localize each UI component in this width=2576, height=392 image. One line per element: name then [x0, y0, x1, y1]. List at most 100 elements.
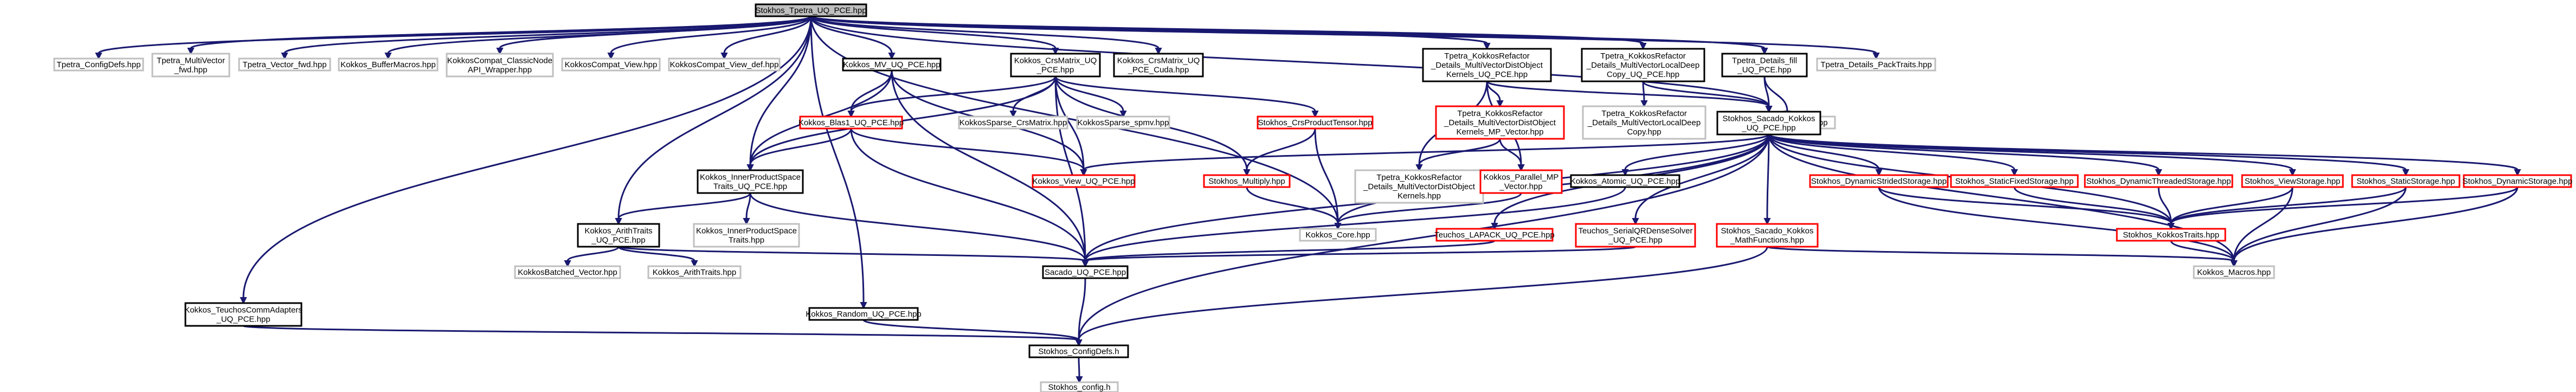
node-kokkoscompat-view[interactable]: KokkosCompat_View.hpp	[561, 57, 661, 72]
node-box	[1575, 223, 1696, 248]
edge-root-to-kokkoscompat_view	[607, 16, 812, 60]
node-label: Kokkos_Atomic_UQ_PCE.hpp	[1570, 177, 1680, 186]
node-label: _Details_MultiVectorDistObject	[1363, 182, 1476, 191]
node-kokkos-random-uq[interactable]: Kokkos_Random_UQ_PCE.hpp	[806, 307, 922, 321]
node-kokkos-view-uq[interactable]: Kokkos_View_UQ_PCE.hpp	[1032, 174, 1136, 188]
node-kokkos-parallel-mp[interactable]: Kokkos_Parallel_MP_Vector.hpp	[1479, 169, 1563, 194]
node-tpetra-kokkosrefactor-mvdo-kernels-uq[interactable]: Tpetra_KokkosRefactor_Details_MultiVecto…	[1422, 48, 1552, 82]
node-kokkos-crsmatrix-uq-pce[interactable]: Kokkos_CrsMatrix_UQ_PCE.hpp	[1010, 53, 1101, 78]
node-stokhos-viewstorage[interactable]: Stokhos_ViewStorage.hpp	[2241, 174, 2344, 188]
edge-kokkos_blas1_uq-to-kokkos_view_uq	[850, 128, 1087, 177]
node-label: Copy.hpp	[1627, 127, 1661, 137]
node-label: Kernels_MP_Vector.hpp	[1457, 127, 1544, 137]
node-kokkos-macros[interactable]: Kokkos_Macros.hpp	[2193, 265, 2275, 279]
node-kokkossparse-crsmatrix[interactable]: KokkosSparse_CrsMatrix.hpp	[958, 115, 1068, 130]
node-label: Tpetra_KokkosRefactor	[1444, 52, 1530, 61]
edge-kokkos_arithtraits_uq-to-kokkos_arithtraits	[617, 246, 698, 268]
node-kokkos-atomic-uq[interactable]: Kokkos_Atomic_UQ_PCE.hpp	[1570, 174, 1680, 188]
edge-kokkos_crsmatrix_uq_pce-to-kokkos_blas1_uq	[847, 76, 1057, 118]
node-tpetra-multivector-fwd[interactable]: Tpetra_MultiVector_fwd.hpp	[151, 53, 230, 78]
node-label: KokkosCompat_View.hpp	[565, 60, 658, 69]
node-box	[2463, 174, 2572, 188]
node-teuchos-serialqrdensesolver-uq[interactable]: Teuchos_SerialQRDenseSolver_UQ_PCE.hpp	[1575, 223, 1696, 248]
node-box	[1032, 174, 1136, 188]
node-stokhos-dynamicstorage[interactable]: Stokhos_DynamicStorage.hpp	[2463, 174, 2573, 188]
node-kokkos-blas1-uq[interactable]: Kokkos_Blas1_UQ_PCE.hpp	[798, 115, 904, 130]
edge-root-to-kokkoscompat_view_def	[720, 16, 812, 60]
node-kokkos-mv-uq-pce[interactable]: Kokkos_MV_UQ_PCE.hpp	[842, 57, 942, 72]
node-kokkosbatched-vector[interactable]: KokkosBatched_Vector.hpp	[514, 265, 621, 279]
node-label: Kernels.hpp	[1398, 191, 1441, 201]
node-tpetra-details-fill-uq[interactable]: Tpetra_Details_fill_UQ_PCE.hpp	[1721, 53, 1808, 78]
node-teuchos-lapack-uq[interactable]: Teuchos_LAPACK_UQ_PCE.hpp	[1434, 228, 1555, 242]
file-nodes: Stokhos_Tpetra_UQ_PCE.hppTpetra_ConfigDe…	[53, 3, 2573, 392]
node-box	[1354, 169, 1484, 204]
edge-stokhos_sacado_kokkos_mathfunctions-to-kokkos_macros	[1766, 246, 2238, 268]
node-stokhos-staticfixedstorage[interactable]: Stokhos_StaticFixedStorage.hpp	[1950, 174, 2079, 188]
node-label: KokkosBatched_Vector.hpp	[518, 268, 617, 277]
node-tpetra-kokkosrefactor-mvlocaldeepcopy[interactable]: Tpetra_KokkosRefactor_Details_MultiVecto…	[1582, 105, 1706, 140]
node-box	[338, 57, 439, 72]
edge-stokhos_sacado_kokkos_uq-to-stokhos_dynamicstridedstorage	[1768, 134, 1883, 177]
node-stokhos-configdefs[interactable]: Stokhos_ConfigDefs.h	[1028, 344, 1129, 358]
node-label: KokkosCompat_ClassicNode	[447, 56, 552, 66]
node-box	[1581, 48, 1705, 82]
node-stokhos-sacado-kokkos-mathfunctions[interactable]: Stokhos_Sacado_Kokkos_MathFunctions.hpp	[1716, 223, 1819, 248]
node-tpetra-configdefs[interactable]: Tpetra_ConfigDefs.hpp	[53, 57, 144, 72]
node-box	[1809, 174, 1949, 188]
edge-stokhos_sacado_kokkos_uq-to-stokhos_sacado_kokkos_mathfunctions	[1763, 134, 1771, 226]
node-kokkos-buffermacros[interactable]: Kokkos_BufferMacros.hpp	[338, 57, 439, 72]
node-root[interactable]: Stokhos_Tpetra_UQ_PCE.hpp	[755, 3, 867, 17]
node-stokhos-multiply[interactable]: Stokhos_Multiply.hpp	[1203, 174, 1291, 188]
node-tpetra-details-packtraits[interactable]: Tpetra_Details_PackTraits.hpp	[1816, 57, 1936, 72]
node-stokhos-config[interactable]: Stokhos_config.h	[1040, 381, 1119, 392]
node-stokhos-kokkostraits[interactable]: Stokhos_KokkosTraits.hpp	[2116, 228, 2226, 242]
node-tpetra-kokkosrefactor-kernels[interactable]: Tpetra_KokkosRefactor_Details_MultiVecto…	[1354, 169, 1484, 204]
node-box	[1816, 57, 1936, 72]
edge-kokkos_blas1_uq-to-kokkos_innerproductspace_traits_uq	[746, 128, 852, 172]
node-stokhos-crsproducttensor[interactable]: Stokhos_CrsProductTensor.hpp	[1257, 115, 1374, 130]
node-stokhos-sacado-kokkos-uq[interactable]: Stokhos_Sacado_Kokkos_UQ_PCE.hpp	[1716, 111, 1821, 136]
node-box	[1582, 105, 1706, 140]
node-label: _Details_MultiVectorLocalDeep	[1586, 61, 1699, 70]
node-tpetra-kokkosrefactor-mvlocaldeepcopy-uq[interactable]: Tpetra_KokkosRefactor_Details_MultiVecto…	[1581, 48, 1705, 82]
node-tpetra-kokkosrefactor-kernels-mp[interactable]: Tpetra_KokkosRefactor_Details_MultiVecto…	[1435, 105, 1565, 140]
node-kokkos-arithtraits[interactable]: Kokkos_ArithTraits.hpp	[647, 265, 742, 279]
node-kokkos-crsmatrix-uq-pce-cuda[interactable]: Kokkos_CrsMatrix_UQ_PCE_Cuda.hpp	[1113, 53, 1204, 78]
node-stokhos-dynamicstridedstorage[interactable]: Stokhos_DynamicStridedStorage.hpp	[1809, 174, 1949, 188]
node-label: Stokhos_DynamicStridedStorage.hpp	[1811, 177, 1947, 186]
edge-sacado_uq_pce-to-stokhos_configdefs	[1075, 278, 1086, 347]
node-label: Sacado_UQ_PCE.hpp	[1045, 268, 1126, 277]
node-kokkos-core[interactable]: Kokkos_Core.hpp	[1299, 228, 1377, 242]
node-label: _UQ_PCE.hpp	[216, 315, 270, 324]
node-label: Kokkos_View_UQ_PCE.hpp	[1033, 177, 1135, 186]
node-label: _Vector.hpp	[1499, 182, 1542, 191]
edge-root-to-tpetra_multivector_fwd	[187, 15, 812, 55]
edge-stokhos_dynamicstorage-to-stokhos_kokkostraits	[2167, 187, 2519, 230]
node-label: Kokkos_Core.hpp	[1305, 230, 1370, 240]
node-label: Teuchos_LAPACK_UQ_PCE.hpp	[1434, 230, 1555, 240]
edge-stokhos_crsproducttensor-to-stokhos_multiply	[1243, 128, 1316, 177]
node-label: Tpetra_Details_fill	[1732, 56, 1797, 66]
node-kokkoscompat-view-def[interactable]: KokkosCompat_View_def.hpp	[668, 57, 781, 72]
node-stokhos-staticstorage[interactable]: Stokhos_StaticStorage.hpp	[2351, 174, 2461, 188]
node-kokkos-arithtraits-uq[interactable]: Kokkos_ArithTraits_UQ_PCE.hpp	[577, 223, 660, 248]
node-box	[1721, 53, 1808, 78]
edge-stokhos_sacado_kokkos_mathfunctions-to-stokhos_configdefs	[1075, 246, 1768, 347]
node-kokkossparse-spmv[interactable]: KokkosSparse_spmv.hpp	[1076, 115, 1170, 130]
node-box	[184, 302, 302, 327]
node-sacado-uq-pce[interactable]: Sacado_UQ_PCE.hpp	[1042, 265, 1129, 279]
node-box	[53, 57, 144, 72]
edge-kokkos_arithtraits_uq-to-sacado_uq_pce	[617, 246, 1089, 268]
node-box	[958, 115, 1068, 130]
node-kokkos-teuchoscommadapters-uq[interactable]: Kokkos_TeuchosCommAdapters_UQ_PCE.hpp	[184, 302, 302, 327]
node-label: Tpetra_Vector_fwd.hpp	[242, 60, 326, 69]
node-stokhos-dynamicthreadedstorage[interactable]: Stokhos_DynamicThreadedStorage.hpp	[2084, 174, 2233, 188]
node-label: Kokkos_InnerProductSpace	[696, 227, 797, 236]
node-label: KokkosSparse_CrsMatrix.hpp	[959, 118, 1067, 127]
node-box	[1040, 381, 1119, 392]
node-tpetra-vector-fwd[interactable]: Tpetra_Vector_fwd.hpp	[238, 57, 331, 72]
node-kokkos-innerproductspace-traits-uq[interactable]: Kokkos_InnerProductSpaceTraits_UQ_PCE.hp…	[697, 169, 804, 194]
